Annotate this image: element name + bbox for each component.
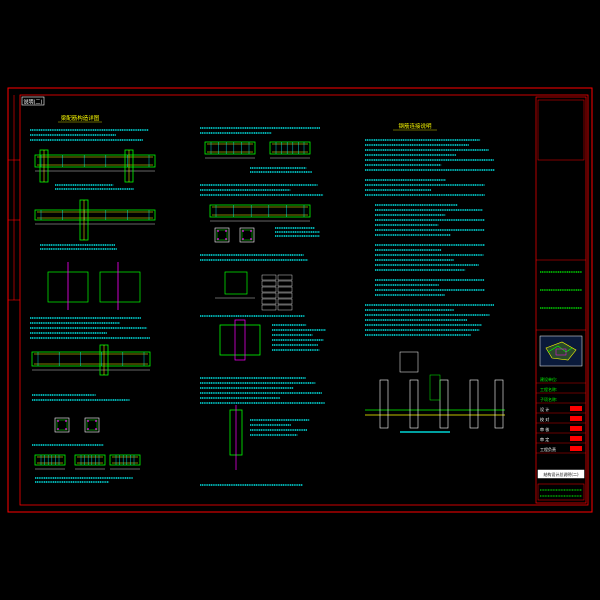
sheet-tag: 说明(二) (24, 99, 43, 106)
section-a-bar (57, 420, 59, 422)
section-b-bar (95, 420, 97, 422)
section-a-bar (65, 420, 67, 422)
col3-title: 钢筋连接说明 (398, 122, 432, 130)
title-row-label: 工程名称: (540, 386, 557, 392)
col2-section-b-bar (242, 238, 244, 240)
col3-column-3 (469, 379, 479, 429)
drawing-name: 结构设计总说明(二) (543, 471, 579, 477)
section-b (84, 417, 100, 433)
col2-section-a-bar (225, 238, 227, 240)
col2-table-cell (277, 286, 293, 293)
col2-section-a (214, 227, 230, 243)
col2-section-a-stirrup (216, 229, 228, 241)
inner-frame (19, 94, 589, 506)
col3-sub-detail (399, 351, 419, 373)
col2-table-cell (261, 274, 277, 281)
col2-table-cell (277, 280, 293, 287)
sheet-tag-box (21, 96, 45, 106)
joint-detail-2 (99, 271, 141, 303)
col2-section-a-bar (217, 230, 219, 232)
col2-table-cell (261, 280, 277, 287)
col3-column-0 (379, 379, 389, 429)
column-beam-details: 梁配筋构造详图 (58, 114, 102, 123)
col2-section-b-bar (250, 230, 252, 232)
col2-table-cell (277, 298, 293, 305)
col2-detail-1 (204, 141, 256, 155)
col2-section-b-bar (250, 238, 252, 240)
col2-beam-1 (209, 204, 311, 218)
detail-small-1 (34, 454, 66, 466)
col3-sub-detail-2 (429, 374, 441, 401)
signature-field (570, 436, 582, 441)
binding-strip (8, 95, 20, 301)
section-b-stirrup (86, 419, 98, 431)
col2-table-cell (277, 304, 293, 311)
col2-table-cell (261, 292, 277, 299)
col2-section-a-bar (217, 238, 219, 240)
col2-table-cell (277, 292, 293, 299)
detail-small-3 (109, 454, 141, 466)
header-box (537, 99, 585, 161)
col3-column-2 (439, 379, 449, 429)
section-b-bar (95, 428, 97, 430)
section-a-bar (57, 428, 59, 430)
col2-table-cell (277, 274, 293, 281)
section-b-bar (87, 428, 89, 430)
column-connection-notes: 钢筋连接说明 (393, 122, 437, 131)
beam-elev-3 (31, 351, 151, 367)
beam-elev-1 (34, 154, 156, 168)
section-a-stirrup (56, 419, 68, 431)
col2-section-b-stirrup (241, 229, 253, 241)
col2-table-cell (261, 286, 277, 293)
col3-column-1 (409, 379, 419, 429)
beam-elev-2 (34, 209, 156, 221)
title-row-label: 设 计 (540, 406, 549, 412)
signature-field (570, 426, 582, 431)
col3-column-4 (494, 379, 504, 429)
section-b-bar (87, 420, 89, 422)
section-a (54, 417, 70, 433)
site-plan-figure (545, 341, 577, 361)
col2-section-a-bar (225, 230, 227, 232)
signature-field (570, 416, 582, 421)
col2-table-cell (261, 298, 277, 305)
col1-title: 梁配筋构造详图 (61, 114, 100, 122)
col2-section-b (239, 227, 255, 243)
section-a-bar (65, 428, 67, 430)
col2-table-cell (261, 304, 277, 311)
title-row-label: 建设单位: (540, 376, 557, 382)
col2-section-b-bar (242, 230, 244, 232)
footer-box (537, 483, 585, 501)
col2-column-section (224, 271, 248, 295)
title-row-label: 校 对 (540, 416, 549, 422)
title-row-label: 工程负责 (540, 446, 556, 452)
signature-field (570, 406, 582, 411)
outer-frame (7, 87, 593, 513)
detail-small-2 (74, 454, 106, 466)
drawing-name-box (537, 469, 585, 479)
signature-field (570, 446, 582, 451)
title-row-label: 审 定 (540, 436, 549, 442)
col2-detail-2 (269, 141, 311, 155)
col2-large-section-core (234, 319, 246, 361)
title-row-label: 子项名称: (540, 396, 557, 402)
col2-large-section (219, 324, 261, 356)
title-row-label: 审 核 (540, 426, 549, 432)
